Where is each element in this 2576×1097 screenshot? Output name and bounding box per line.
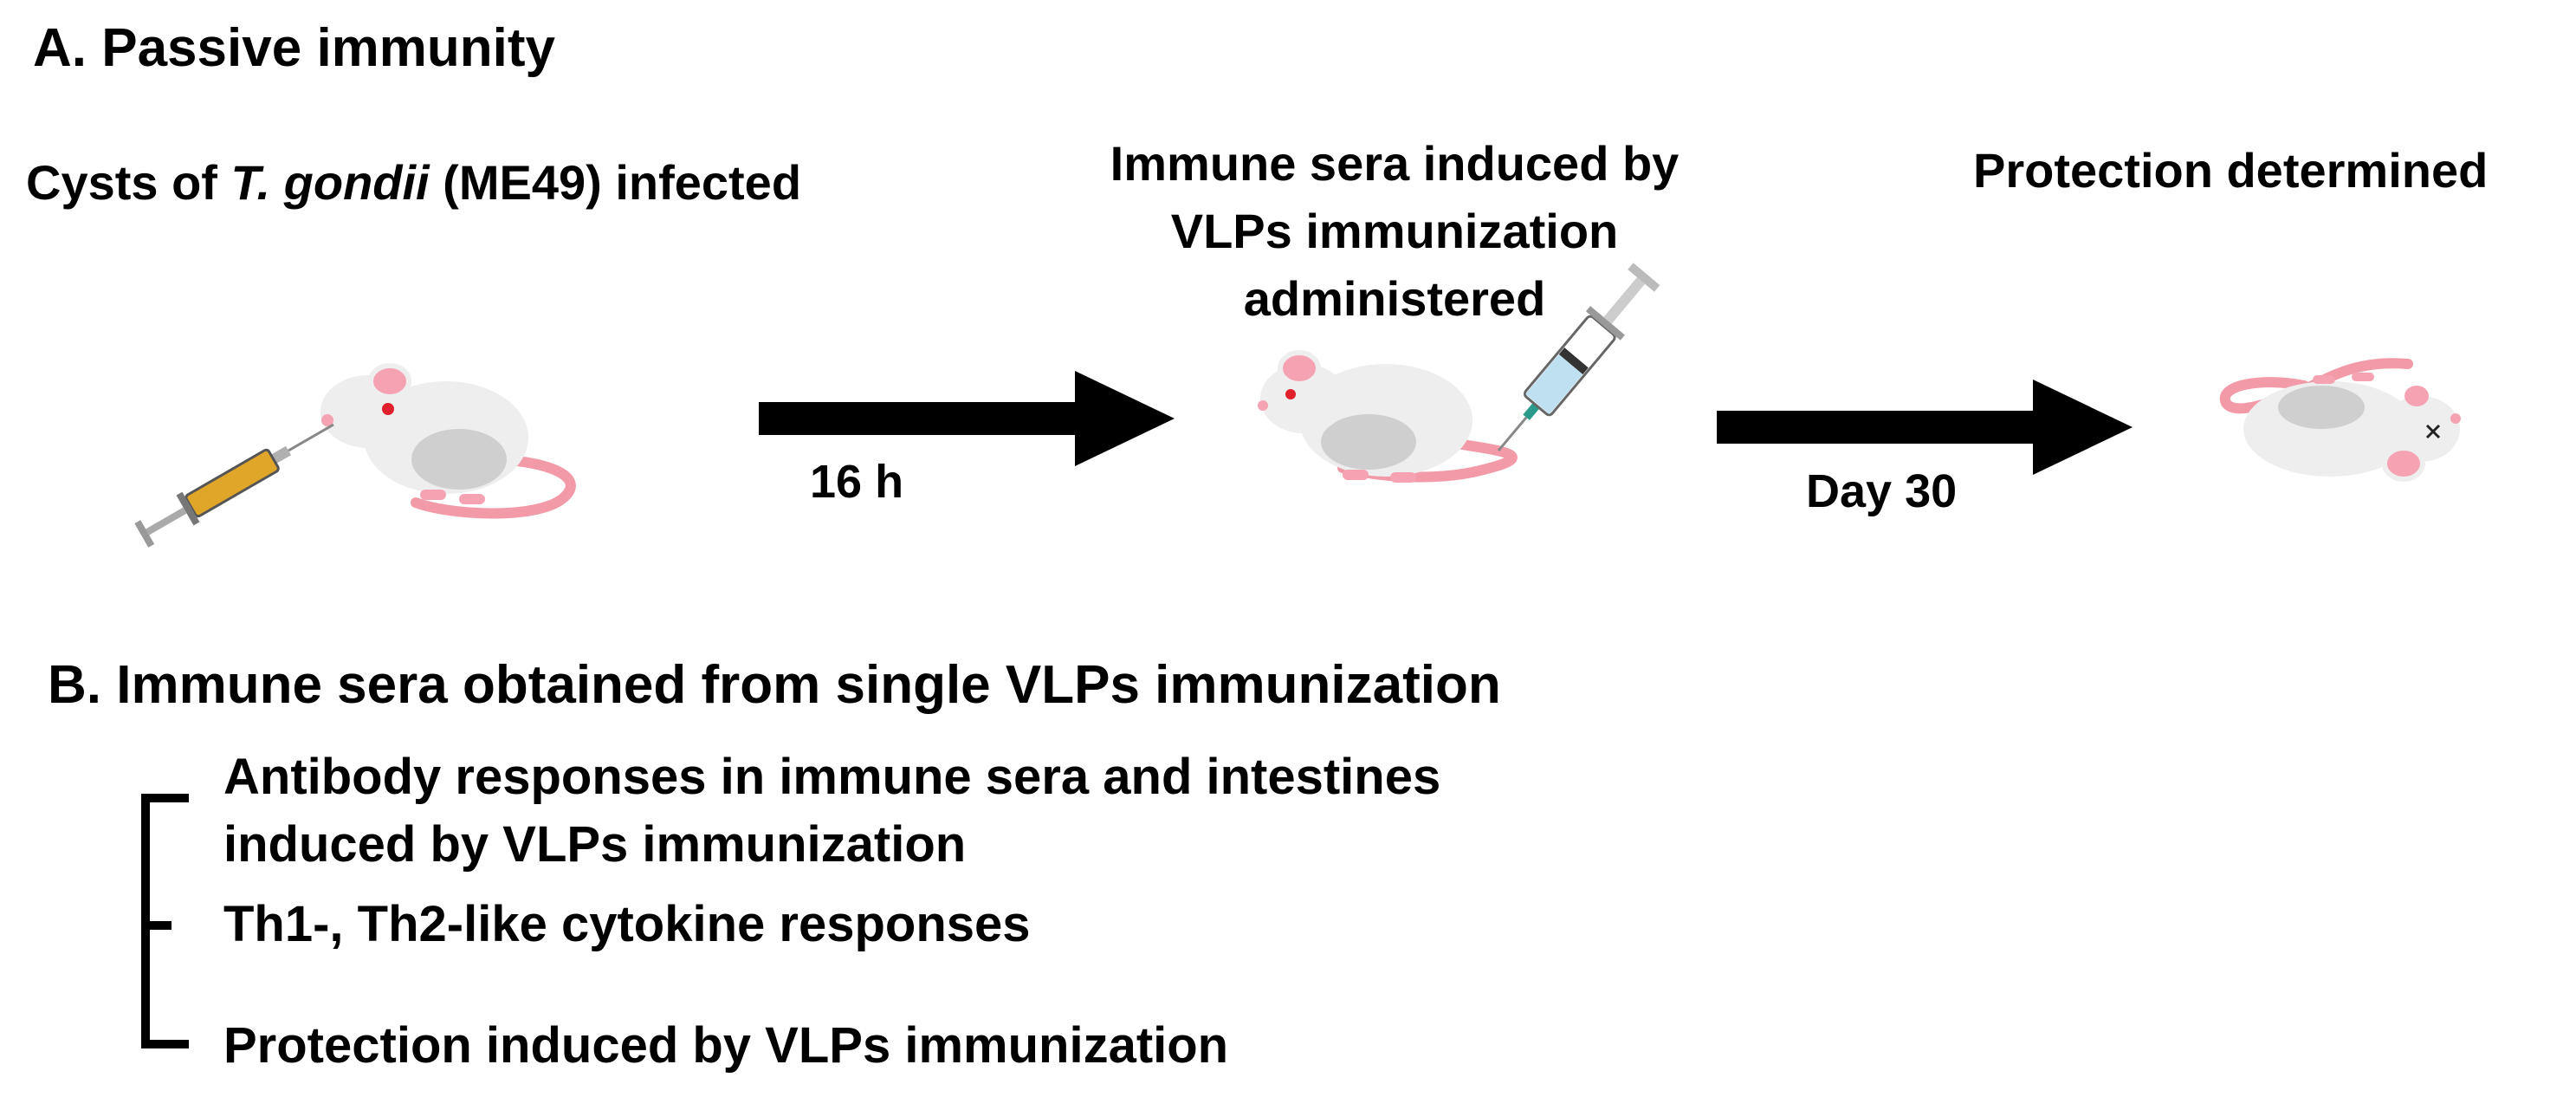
- outcome-item-2: Th1-, Th2-like cytokine responses: [223, 891, 1031, 958]
- step1-label-post: (ME49) infected: [429, 155, 802, 210]
- mouse-infected-illustration: [134, 363, 576, 548]
- arrow-1-label: 16 h: [810, 456, 904, 508]
- step1-label-pre: Cysts of: [26, 155, 231, 210]
- outcome-bracket: [141, 794, 189, 1048]
- step2-label: Immune sera induced by VLPs immunization…: [1022, 130, 1767, 333]
- step3-label: Protection determined: [1973, 143, 2489, 198]
- step1-label: Cysts of T. gondii (ME49) infected: [26, 149, 801, 217]
- arrow-1: [759, 371, 1175, 466]
- step1-label-species: T. gondii: [230, 155, 430, 210]
- mouse-ear-icon: [368, 363, 411, 399]
- outcome-item-2-line-1: Th1-, Th2-like cytokine responses: [223, 896, 1031, 952]
- mouse-sera-illustration: [1258, 263, 1660, 483]
- section-a-title: A. Passive immunity: [33, 18, 556, 78]
- arrow-2-label: Day 30: [1806, 465, 1958, 517]
- step2-label-line-2: VLPs immunization: [1170, 204, 1619, 258]
- outcome-item-1-line-1: Antibody responses in immune sera and in…: [223, 749, 1441, 805]
- section-b-title: B. Immune sera obtained from single VLPs…: [48, 655, 1501, 715]
- syringe-blue-icon: [1497, 263, 1660, 451]
- step2-label-line-1: Immune sera induced by: [1110, 136, 1680, 191]
- mouse-protection-illustration: [2219, 358, 2461, 482]
- step2-label-line-3: administered: [1243, 271, 1546, 326]
- mouse-tail-icon: [411, 454, 576, 519]
- outcome-item-1: Antibody responses in immune sera and in…: [223, 743, 1440, 879]
- mouse-ear-icon: [1278, 350, 1321, 386]
- arrow-2: [1717, 380, 2133, 475]
- outcome-item-1-line-2: induced by VLPs immunization: [223, 816, 967, 873]
- mouse-ear-icon: [2382, 445, 2425, 482]
- dead-eye-icon: [2425, 424, 2441, 439]
- outcome-item-3-line-1: Protection induced by VLPs immunization: [223, 1017, 1229, 1074]
- outcome-item-3: Protection induced by VLPs immunization: [223, 1012, 1228, 1080]
- syringe-yellow-icon: [134, 423, 334, 548]
